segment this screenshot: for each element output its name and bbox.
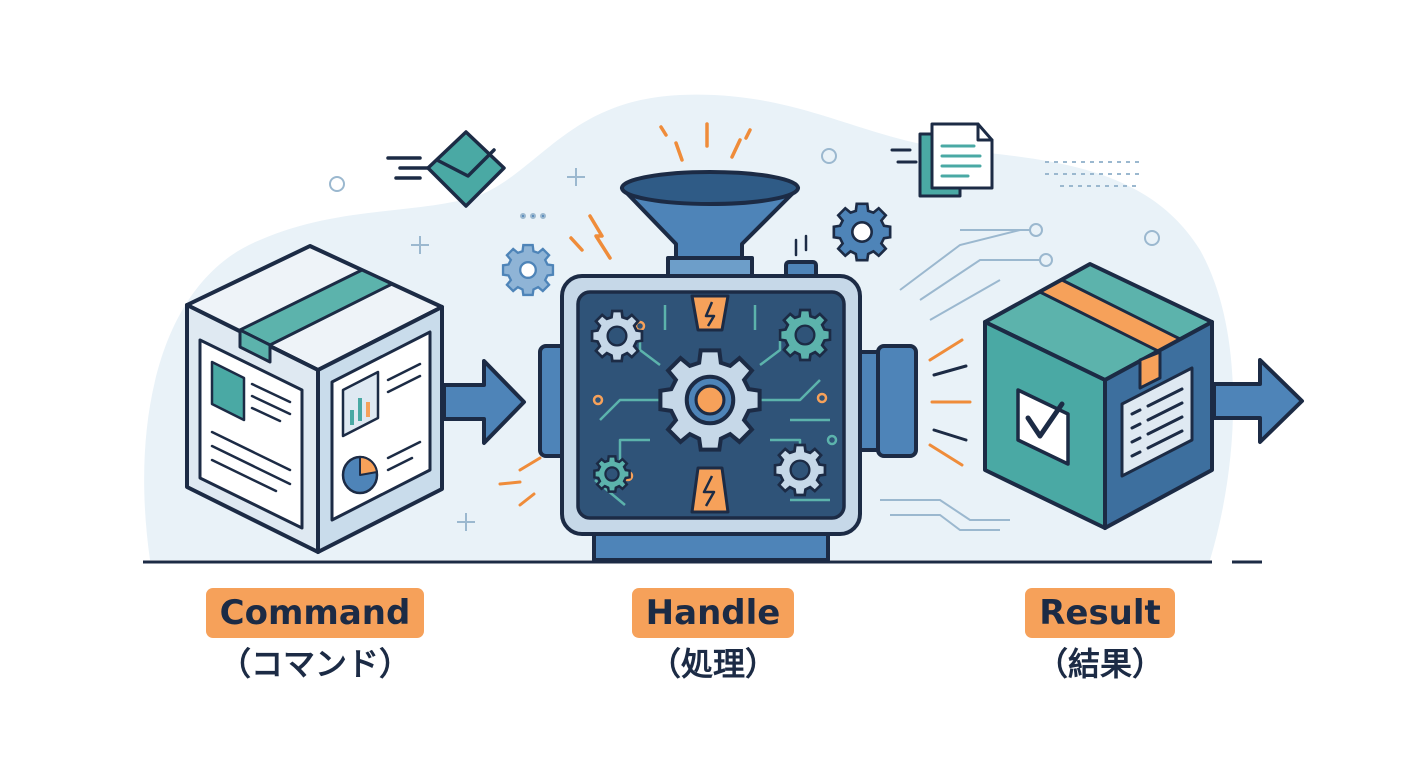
step-label-handle: Handle: [632, 588, 795, 638]
step-label-command: Command: [206, 588, 425, 638]
step-command: Command （コマンド）: [190, 588, 440, 684]
gear-icon: [834, 204, 890, 260]
step-label-result: Result: [1025, 588, 1175, 638]
gear-icon: [780, 310, 830, 360]
gear-icon: [503, 245, 553, 295]
step-result: Result （結果）: [1000, 588, 1200, 684]
step-sublabel-command: （コマンド）: [190, 644, 440, 684]
document-box-icon: [187, 246, 442, 552]
gear-icon: [592, 311, 642, 361]
step-sublabel-result: （結果）: [1000, 644, 1200, 684]
checked-package-icon: [985, 264, 1212, 528]
step-sublabel-handle: （処理）: [600, 644, 826, 684]
gear-icon: [775, 445, 825, 495]
step-handle: Handle （処理）: [600, 588, 826, 684]
gear-icon: [594, 456, 629, 491]
gear-icon: [660, 350, 759, 449]
